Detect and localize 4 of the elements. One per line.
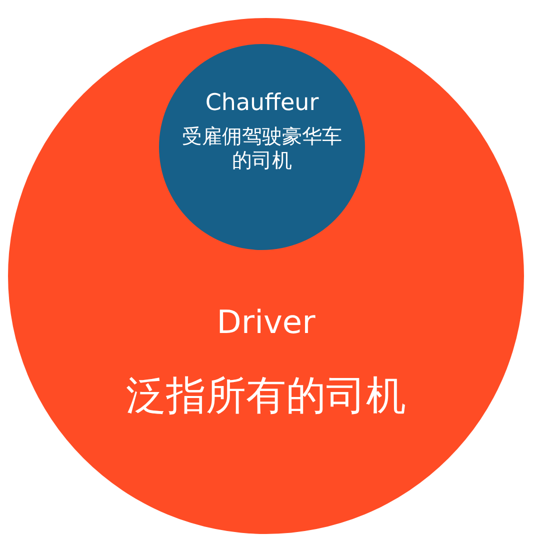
term-label: Driver <box>216 303 316 342</box>
definition-text: 泛指所有的司机 <box>125 372 407 420</box>
definition-text: 受雇佣驾驶豪华车的司机 <box>181 124 343 172</box>
term-label: Chauffeur <box>204 90 320 118</box>
